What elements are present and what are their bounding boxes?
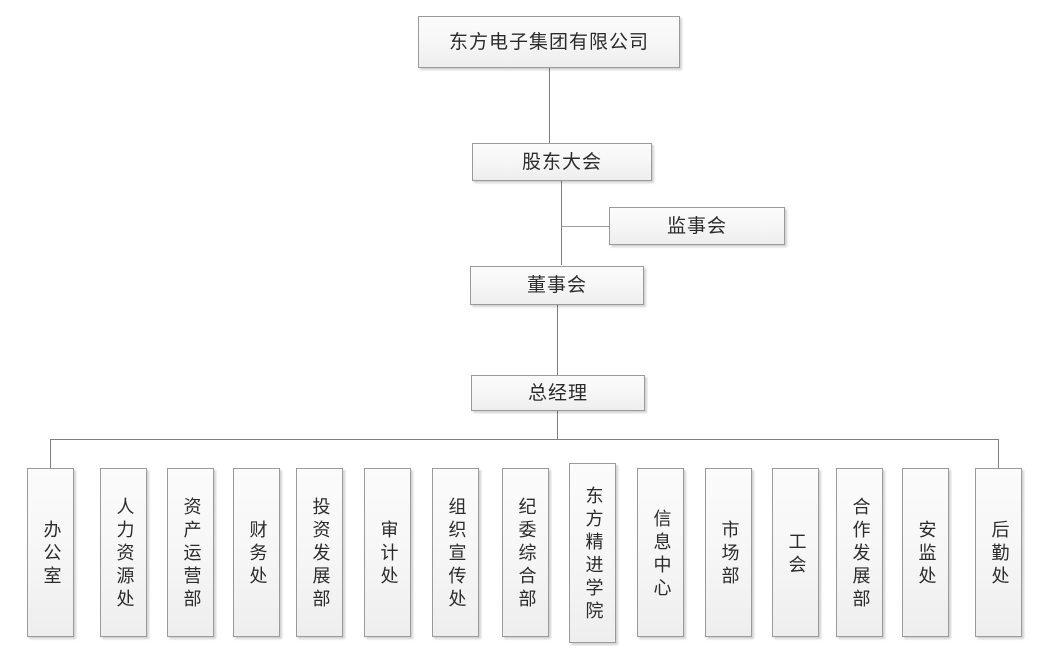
node-board-of-directors[interactable]: 董事会 [470, 266, 644, 305]
node-department-information-center[interactable]: 信息中心 [637, 468, 684, 637]
node-label: 合作发展部 [849, 497, 871, 612]
node-label: 组织宣传处 [445, 497, 467, 612]
connector-spine-to-supervisors [561, 226, 610, 227]
node-label: 董事会 [526, 274, 587, 297]
node-label: 办公室 [40, 520, 62, 589]
node-department-asset-operations[interactable]: 资产运营部 [167, 468, 214, 637]
node-label: 人力资源处 [113, 497, 135, 612]
node-label: 财务处 [246, 520, 268, 589]
node-label: 总经理 [527, 381, 588, 404]
node-department-human-resources[interactable]: 人力资源处 [100, 468, 147, 637]
node-department-audit[interactable]: 审计处 [364, 468, 411, 637]
department-bus-line [50, 439, 999, 440]
node-label: 纪委综合部 [515, 497, 537, 612]
node-label: 工会 [785, 531, 807, 578]
node-label: 后勤处 [988, 520, 1010, 589]
node-department-organization-publicity[interactable]: 组织宣传处 [432, 468, 479, 637]
connector-board-to-gm [557, 305, 558, 377]
node-label: 东方精进学院 [582, 486, 604, 624]
node-department-marketing[interactable]: 市场部 [705, 468, 752, 637]
connector-shareholders-to-board [561, 181, 562, 265]
node-label: 审计处 [377, 520, 399, 589]
node-department-finance[interactable]: 财务处 [233, 468, 280, 637]
node-department-logistics[interactable]: 后勤处 [975, 468, 1022, 637]
node-department-dongfang-academy[interactable]: 东方精进学院 [569, 463, 616, 643]
connector-bus-to-first-department [50, 439, 51, 468]
node-label: 投资发展部 [309, 497, 331, 612]
node-department-investment-development[interactable]: 投资发展部 [296, 468, 343, 637]
node-shareholders-meeting[interactable]: 股东大会 [472, 143, 652, 181]
node-department-discipline-inspection[interactable]: 纪委综合部 [502, 468, 549, 637]
node-board-of-supervisors[interactable]: 监事会 [609, 207, 785, 245]
connector-root-to-shareholders [549, 68, 550, 146]
node-label: 信息中心 [650, 508, 672, 601]
node-department-safety-supervision[interactable]: 安监处 [902, 468, 949, 637]
node-department-cooperation-development[interactable]: 合作发展部 [836, 468, 883, 637]
node-label: 东方电子集团有限公司 [448, 30, 649, 53]
node-department-labor-union[interactable]: 工会 [772, 468, 819, 637]
connector-bus-to-last-department [998, 439, 999, 468]
node-label: 市场部 [718, 520, 740, 589]
node-company-root[interactable]: 东方电子集团有限公司 [418, 16, 680, 68]
node-label: 监事会 [666, 214, 727, 237]
connector-gm-to-bus [557, 411, 558, 439]
node-label: 股东大会 [521, 150, 602, 173]
node-label: 资产运营部 [180, 497, 202, 612]
node-general-manager[interactable]: 总经理 [471, 375, 645, 411]
node-label: 安监处 [915, 520, 937, 589]
node-department-office[interactable]: 办公室 [27, 468, 74, 637]
